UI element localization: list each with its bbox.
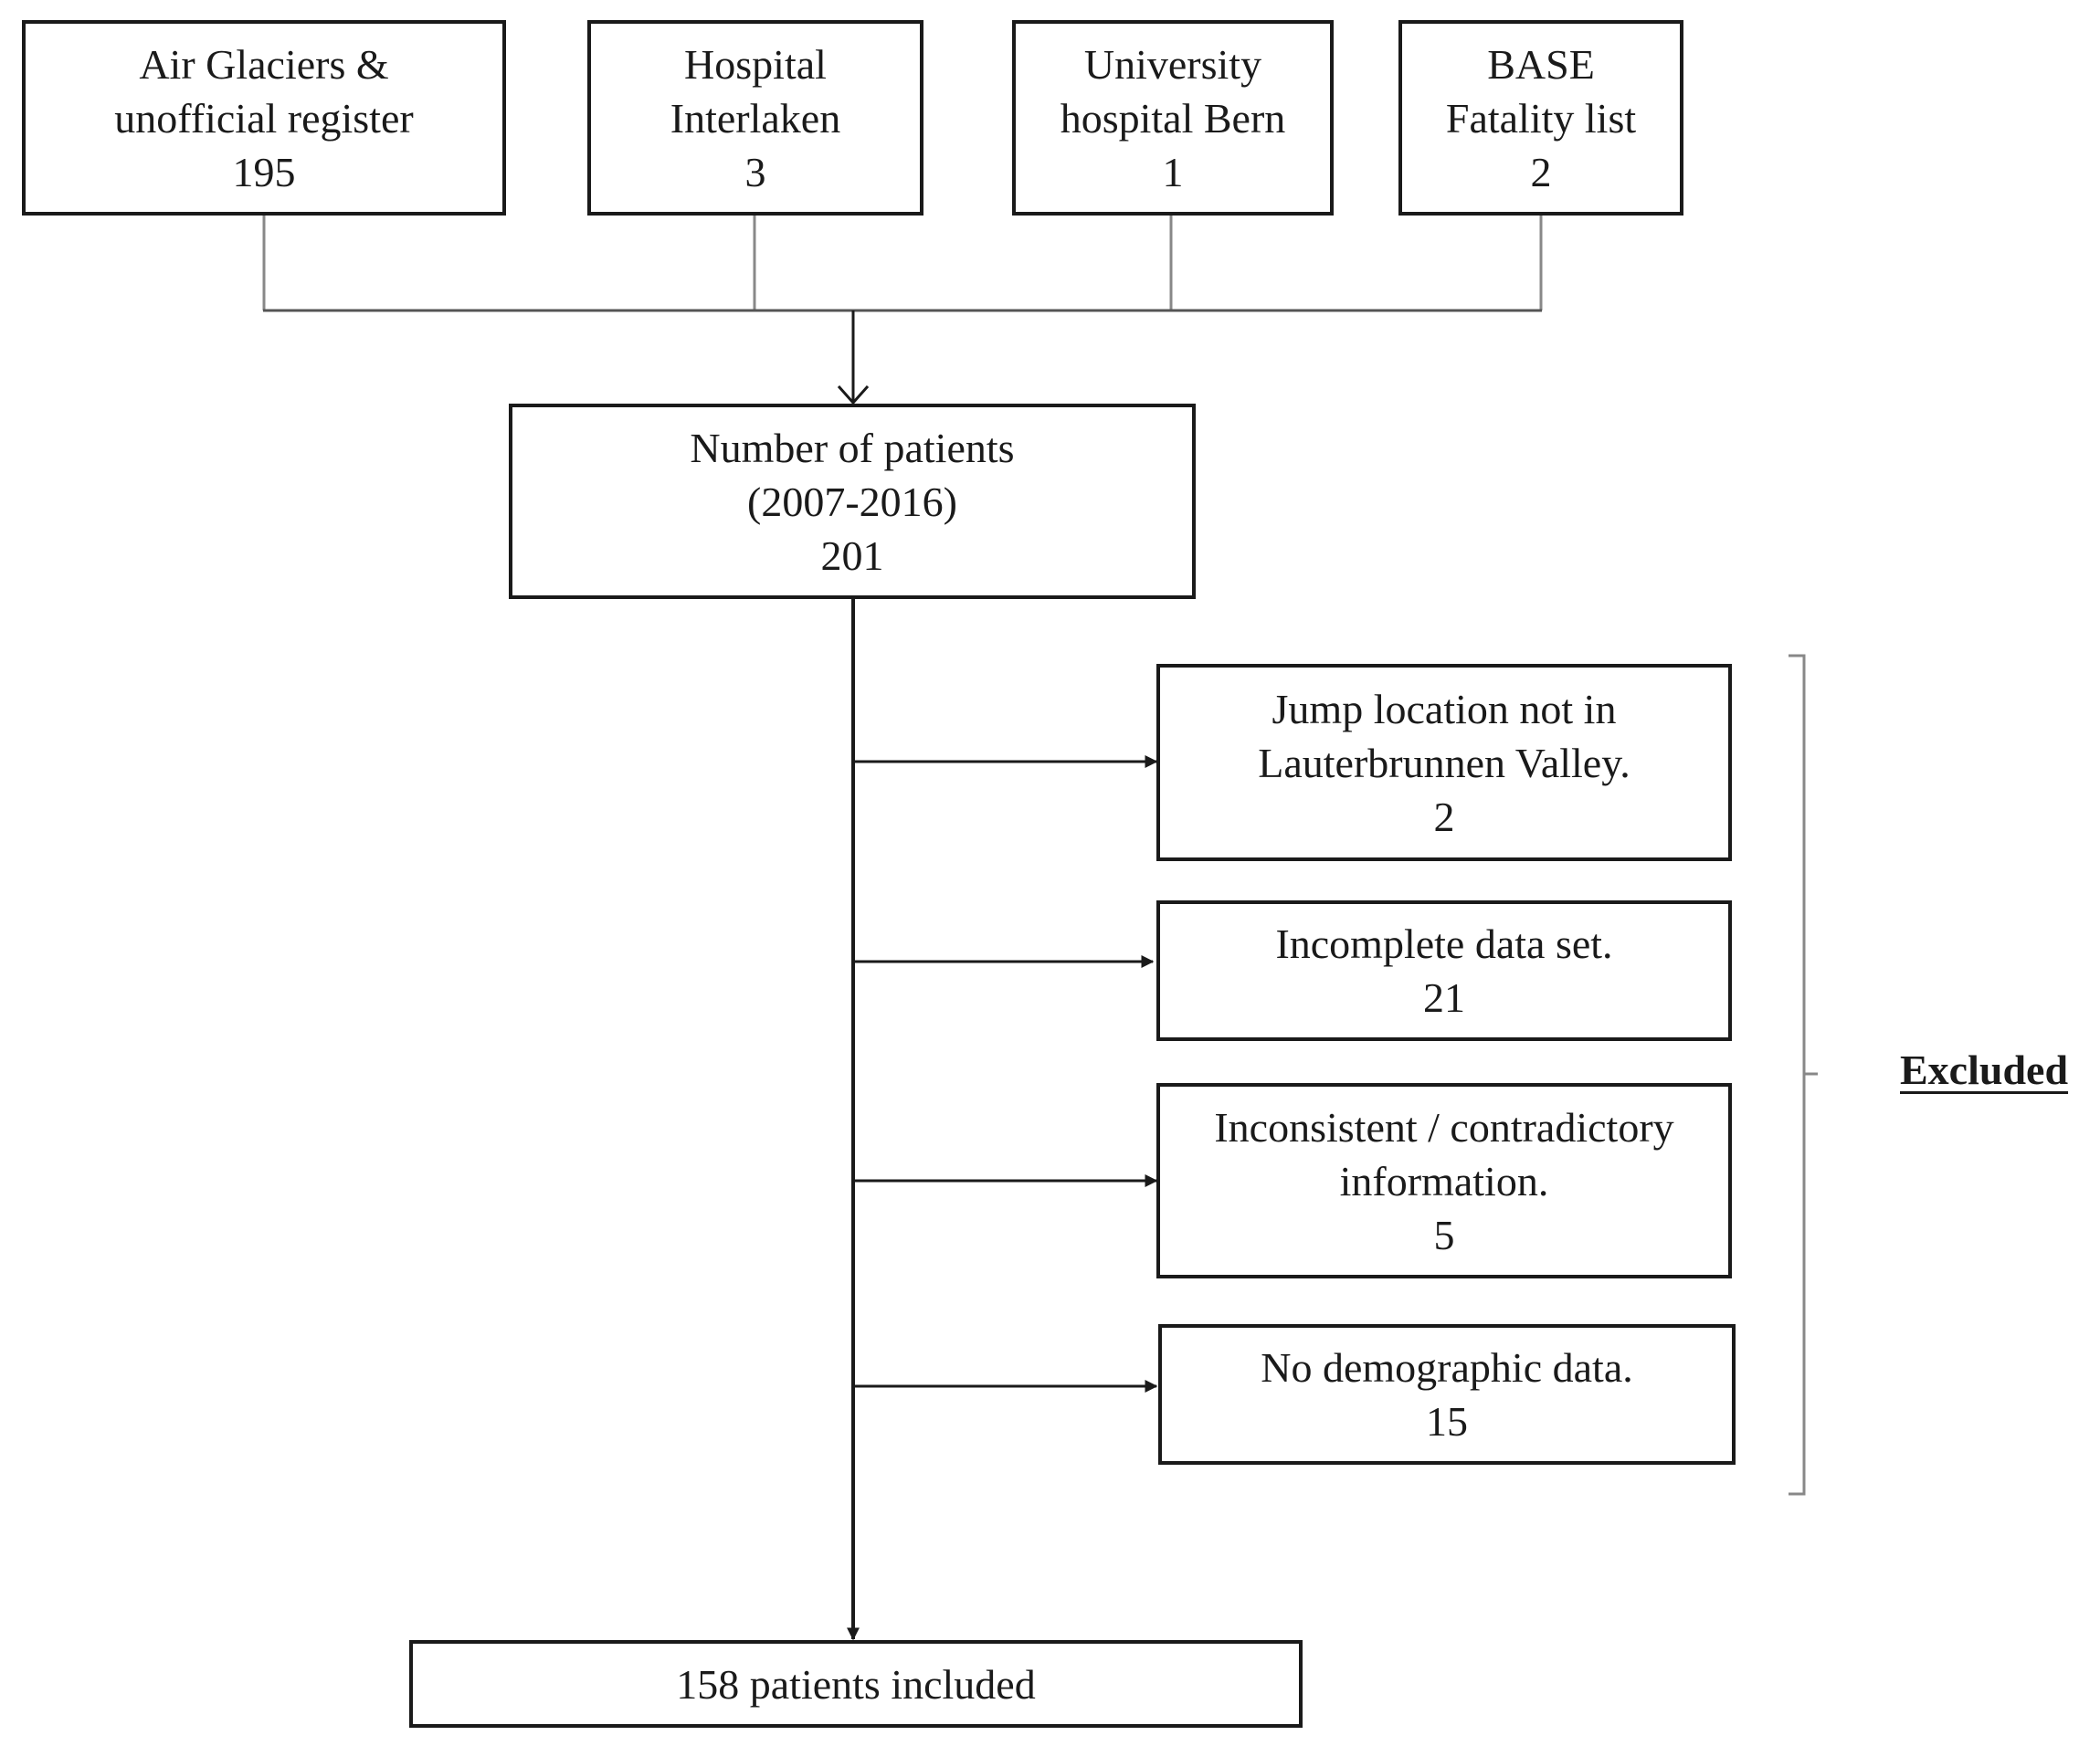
exclusion-box-no-demographic-data: No demographic data. 15: [1158, 1324, 1736, 1465]
exclusion-box-inconsistent-information-line1: Inconsistent / contradictory: [1214, 1103, 1674, 1151]
source-box-base-fatality-list-line1: BASE: [1487, 40, 1595, 88]
source-box-hospital-interlaken-line1: Hospital: [684, 40, 827, 88]
total-patients-line1: Number of patients: [690, 424, 1015, 471]
exclusion-box-no-demographic-data-count: 15: [1426, 1398, 1468, 1445]
exclusion-box-jump-location-count: 2: [1433, 793, 1455, 840]
exclusion-box-incomplete-data-line1: Incomplete data set.: [1275, 920, 1613, 967]
exclusion-box-incomplete-data-count: 21: [1423, 974, 1465, 1021]
exclusion-box-inconsistent-information-count: 5: [1433, 1211, 1455, 1258]
source-box-air-glaciers-count: 195: [232, 148, 296, 195]
source-box-university-hospital-bern: University hospital Bern 1: [1012, 20, 1334, 216]
included-patients-text: 158 patients included: [676, 1660, 1036, 1708]
exclusion-box-inconsistent-information: Inconsistent / contradictory information…: [1156, 1083, 1732, 1278]
exclusion-box-jump-location-line1: Jump location not in: [1272, 685, 1617, 732]
source-box-base-fatality-list-line2: Fatality list: [1445, 94, 1637, 142]
source-box-university-hospital-bern-count: 1: [1162, 148, 1184, 195]
source-box-air-glaciers-line2: unofficial register: [114, 94, 414, 142]
exclusion-box-no-demographic-data-line1: No demographic data.: [1261, 1344, 1633, 1391]
total-patients-line2: (2007-2016): [747, 478, 957, 525]
exclusion-box-jump-location: Jump location not in Lauterbrunnen Valle…: [1156, 664, 1732, 861]
exclusion-box-inconsistent-information-line2: information.: [1339, 1157, 1549, 1204]
excluded-bracket: [1789, 654, 1818, 1496]
total-patients-count: 201: [820, 531, 884, 579]
merge-arrowhead-open: [837, 385, 870, 405]
source-box-university-hospital-bern-line1: University: [1083, 40, 1262, 88]
source-box-base-fatality-list: BASE Fatality list 2: [1398, 20, 1683, 216]
source-box-air-glaciers-line1: Air Glaciers &: [139, 40, 389, 88]
source-box-hospital-interlaken-count: 3: [744, 148, 766, 195]
source-box-university-hospital-bern-line2: hospital Bern: [1060, 94, 1286, 142]
total-patients-box: Number of patients (2007-2016) 201: [509, 404, 1196, 599]
exclusion-box-jump-location-line2: Lauterbrunnen Valley.: [1258, 739, 1630, 786]
included-patients-box: 158 patients included: [409, 1640, 1303, 1728]
source-box-hospital-interlaken-line2: Interlaken: [670, 94, 841, 142]
source-box-hospital-interlaken: Hospital Interlaken 3: [587, 20, 923, 216]
source-box-air-glaciers: Air Glaciers & unofficial register 195: [22, 20, 506, 216]
source-box-base-fatality-list-count: 2: [1530, 148, 1552, 195]
exclusion-box-incomplete-data: Incomplete data set. 21: [1156, 900, 1732, 1041]
excluded-label: Excluded: [1900, 1047, 2069, 1093]
